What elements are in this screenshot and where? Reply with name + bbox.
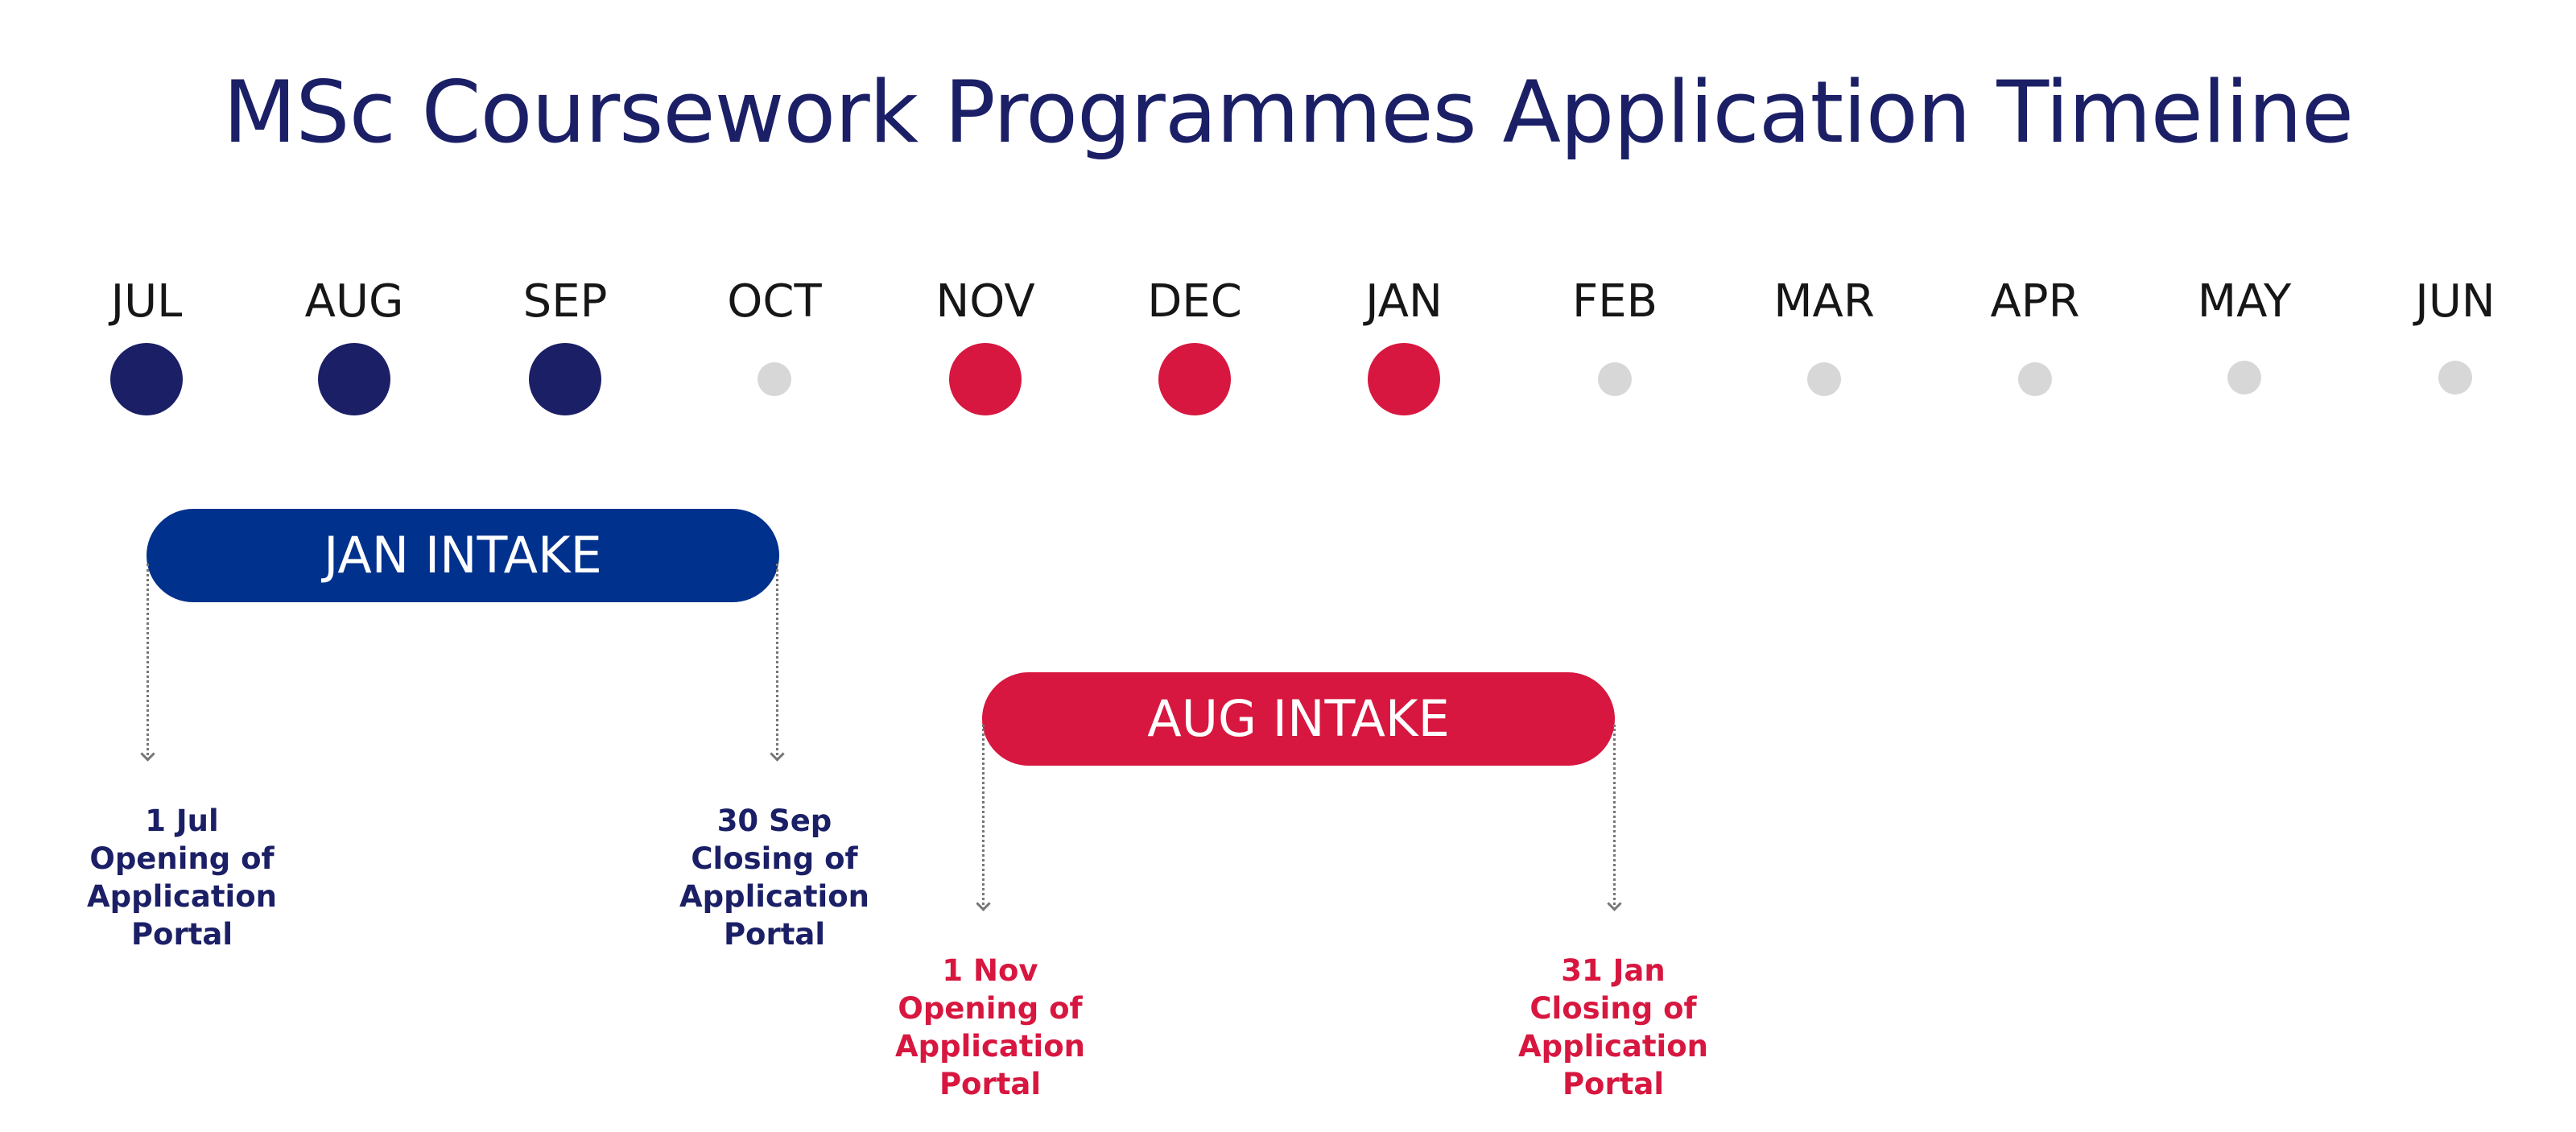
aug-open-line2: Application <box>894 1029 1085 1064</box>
aug-open-line3: Portal <box>939 1067 1042 1101</box>
aug-open-date: 1 Nov <box>942 953 1038 988</box>
month-label-jun: JUN <box>2415 275 2496 328</box>
month-dot-may <box>2227 361 2261 395</box>
month-dot-dec <box>1158 343 1231 415</box>
month-dot-nov <box>949 343 1022 415</box>
aug-close-line2: Application <box>1517 1029 1708 1064</box>
aug-close-date: 31 Jan <box>1561 953 1666 988</box>
jan-intake-opening-note: 1 Jul Opening of Application Portal <box>53 802 311 953</box>
aug-intake-close-arrow-icon <box>1607 896 1622 911</box>
month-dot-jan <box>1368 343 1440 415</box>
month-label-feb: FEB <box>1571 275 1657 328</box>
month-dot-mar <box>1807 362 1841 396</box>
jan-intake-close-connector <box>776 564 778 760</box>
aug-intake-open-connector <box>982 725 985 910</box>
jan-close-line2: Application <box>679 879 869 914</box>
jan-close-line3: Portal <box>723 917 826 952</box>
month-dot-feb <box>1598 362 1632 396</box>
month-dot-aug <box>318 343 390 415</box>
aug-intake-open-arrow-icon <box>976 896 991 911</box>
jan-open-line1: Opening of <box>89 841 275 876</box>
jan-open-line3: Portal <box>130 917 233 952</box>
aug-intake-opening-note: 1 Nov Opening of Application Portal <box>861 952 1119 1103</box>
month-label-may: MAY <box>2197 275 2292 328</box>
aug-close-line3: Portal <box>1562 1067 1665 1101</box>
jan-close-line1: Closing of <box>691 841 858 876</box>
aug-close-line1: Closing of <box>1530 991 1697 1026</box>
jan-intake-open-connector <box>147 564 149 760</box>
month-label-dec: DEC <box>1147 275 1242 328</box>
page-title: MSc Coursework Programmes Application Ti… <box>222 63 2354 162</box>
aug-intake-close-connector <box>1613 725 1616 910</box>
month-label-jul: JUL <box>110 275 183 328</box>
jan-intake-close-arrow-icon <box>770 746 785 762</box>
month-dot-apr <box>2018 362 2052 396</box>
month-label-sep: SEP <box>522 275 608 328</box>
jan-open-date: 1 Jul <box>145 804 219 838</box>
month-label-mar: MAR <box>1773 275 1875 328</box>
month-label-oct: OCT <box>727 275 822 328</box>
aug-intake-closing-note: 31 Jan Closing of Application Portal <box>1484 952 1742 1103</box>
jan-close-date: 30 Sep <box>716 804 832 838</box>
month-label-nov: NOV <box>935 275 1035 328</box>
jan-intake-open-arrow-icon <box>140 746 155 762</box>
jan-intake-bar: JAN INTAKE <box>147 509 779 602</box>
jan-open-line2: Application <box>86 879 277 914</box>
month-label-jan: JAN <box>1365 275 1443 328</box>
month-label-aug: AUG <box>304 275 404 328</box>
month-label-apr: APR <box>1990 275 2080 328</box>
jan-intake-closing-note: 30 Sep Closing of Application Portal <box>646 802 903 953</box>
aug-intake-bar: AUG INTAKE <box>982 672 1615 766</box>
aug-open-line1: Opening of <box>898 991 1083 1026</box>
month-dot-jul <box>110 343 183 415</box>
month-dot-oct <box>758 362 791 396</box>
month-dot-jun <box>2438 361 2472 395</box>
month-dot-sep <box>529 343 601 415</box>
